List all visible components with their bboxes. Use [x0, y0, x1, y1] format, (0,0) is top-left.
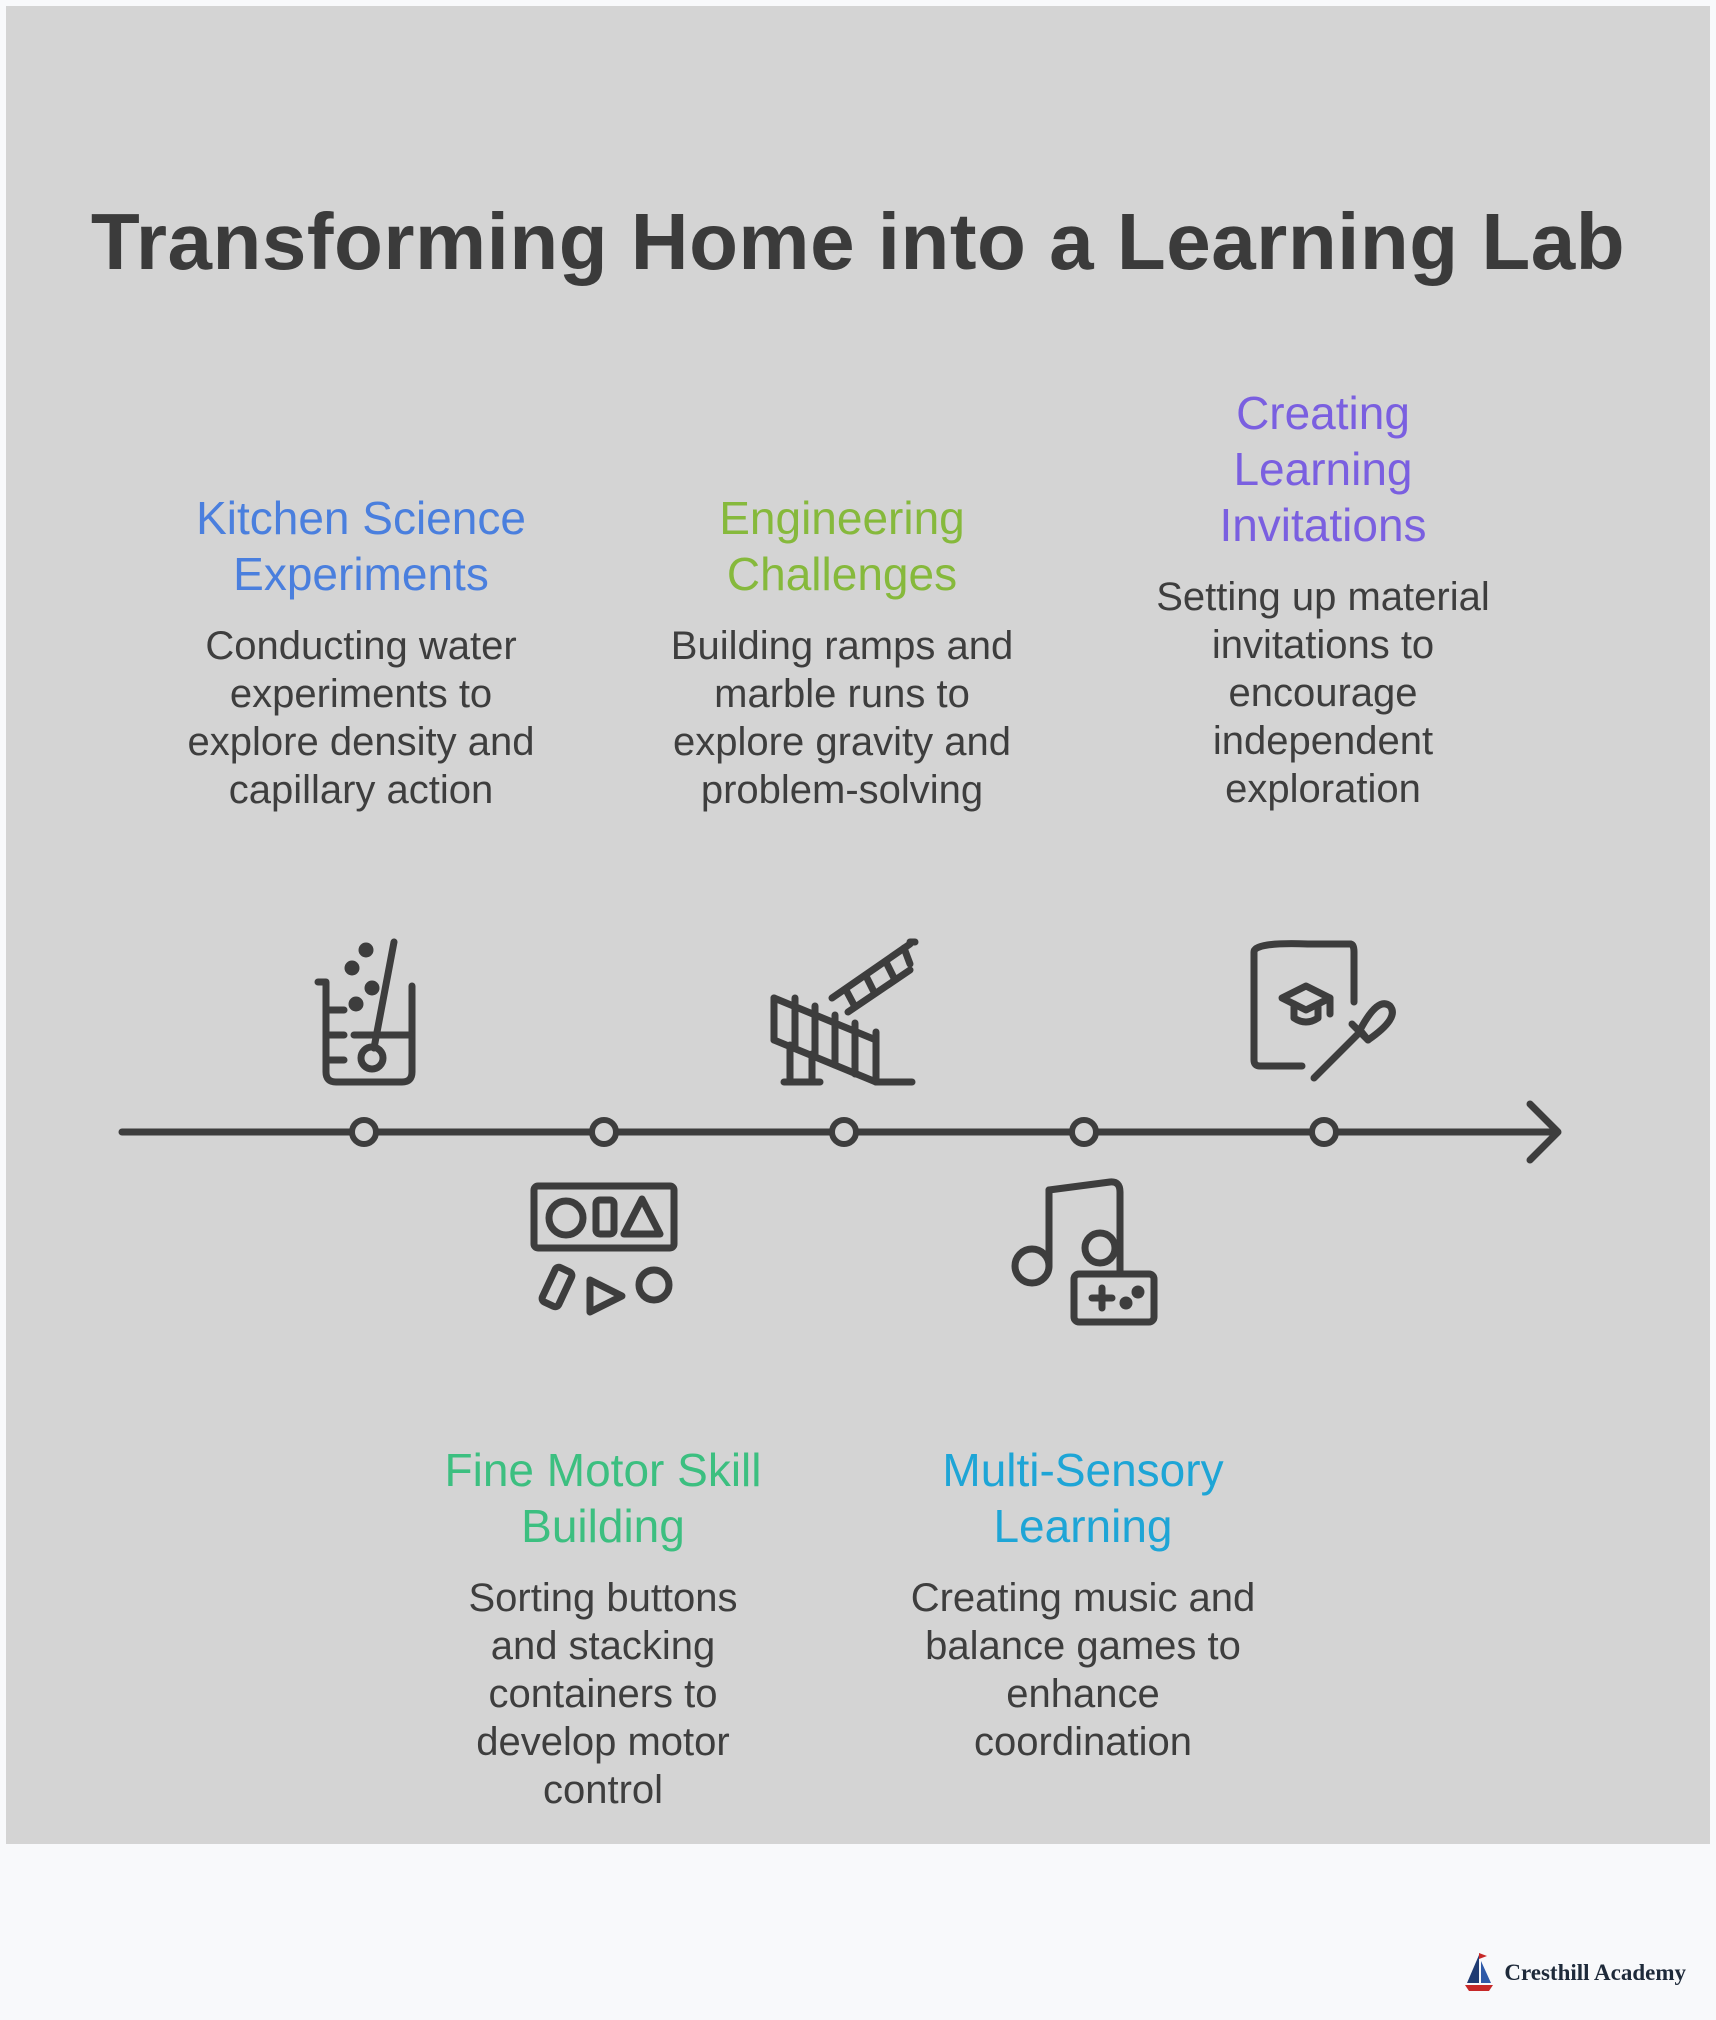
stairs-ramp-icon [770, 938, 919, 1086]
step-description: Sorting buttons and stacking containers … [468, 1576, 738, 1812]
step-title: Kitchen Science Experiments [196, 492, 526, 600]
beaker-icon [314, 938, 416, 1086]
step-fine-motor: Fine Motor Skill Building Sorting button… [413, 1442, 793, 1814]
timeline-node [1069, 1117, 1099, 1147]
step-title: Fine Motor Skill Building [444, 1444, 762, 1552]
shapes-sorting-icon [530, 1182, 678, 1316]
step-description: Building ramps and marble runs to explor… [670, 624, 1014, 812]
step-description: Conducting water experiments to explore … [187, 624, 535, 812]
sailboat-logo-icon [1465, 1953, 1494, 1991]
step-title: Multi-Sensory Learning [942, 1444, 1224, 1552]
footer-brand: Cresthill Academy [1462, 1948, 1686, 1998]
timeline-node [829, 1117, 859, 1147]
page-title: Transforming Home into a Learning Lab [90, 197, 1626, 286]
timeline-node [349, 1117, 379, 1147]
step-learning-invitations: Creating Learning Invitations Setting up… [1135, 385, 1511, 813]
step-title: Engineering Challenges [719, 492, 965, 600]
step-multi-sensory: Multi-Sensory Learning Creating music an… [893, 1442, 1273, 1766]
step-kitchen-science: Kitchen Science Experiments Conducting w… [176, 490, 546, 814]
music-gamepad-icon [1011, 1178, 1158, 1326]
step-title: Creating Learning Invitations [1219, 387, 1427, 551]
step-description: Setting up material invitations to encou… [1156, 575, 1490, 811]
book-brush-icon [1250, 940, 1396, 1082]
infographic-panel [6, 6, 1710, 1844]
step-engineering-challenges: Engineering Challenges Building ramps an… [651, 490, 1033, 814]
footer-brand-name: Cresthill Academy [1504, 1960, 1686, 1985]
timeline-arrowhead [1526, 1100, 1562, 1164]
timeline-node [589, 1117, 619, 1147]
step-description: Creating music and balance games to enha… [910, 1576, 1256, 1764]
timeline-node [1309, 1117, 1339, 1147]
